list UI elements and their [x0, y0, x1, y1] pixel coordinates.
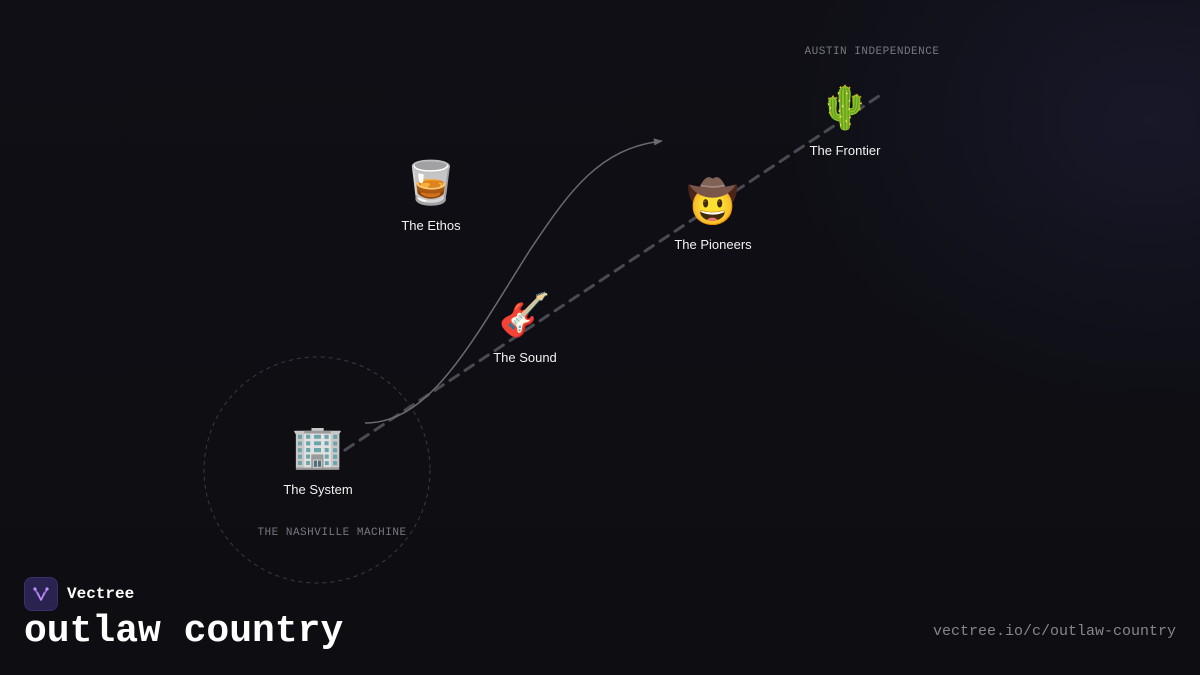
node-the-frontier[interactable]: 🌵 The Frontier — [775, 83, 915, 158]
cowboy-face-icon: 🤠 — [686, 177, 740, 226]
node-label: The Sound — [493, 350, 557, 365]
node-the-sound[interactable]: 🎸 The Sound — [455, 290, 595, 365]
region-label-nashville: THE NASHVILLE MACHINE — [257, 527, 407, 539]
node-the-ethos[interactable]: 🥃 The Ethos — [361, 158, 501, 233]
whiskey-glass-icon: 🥃 — [404, 158, 458, 207]
node-label: The Frontier — [809, 143, 881, 158]
guitar-icon: 🎸 — [498, 290, 552, 339]
vectree-logo-icon — [24, 577, 58, 611]
node-the-pioneers[interactable]: 🤠 The Pioneers — [643, 177, 783, 252]
brand-name: Vectree — [67, 585, 135, 603]
node-the-system[interactable]: 🏢 The System — [248, 422, 388, 497]
cactus-icon: 🌵 — [818, 83, 872, 132]
node-label: The Ethos — [401, 218, 461, 233]
office-building-icon: 🏢 — [291, 422, 345, 471]
page-title: outlaw country — [24, 610, 344, 653]
nashville-region-outline — [203, 356, 431, 584]
brand[interactable]: Vectree — [24, 577, 134, 611]
region-label-austin: AUSTIN INDEPENDENCE — [804, 46, 940, 58]
trajectory-line — [343, 92, 884, 452]
node-label: The Pioneers — [674, 237, 752, 252]
node-label: The System — [283, 482, 353, 497]
direction-curve-arrow — [364, 138, 663, 424]
page-url[interactable]: vectree.io/c/outlaw-country — [932, 623, 1176, 640]
